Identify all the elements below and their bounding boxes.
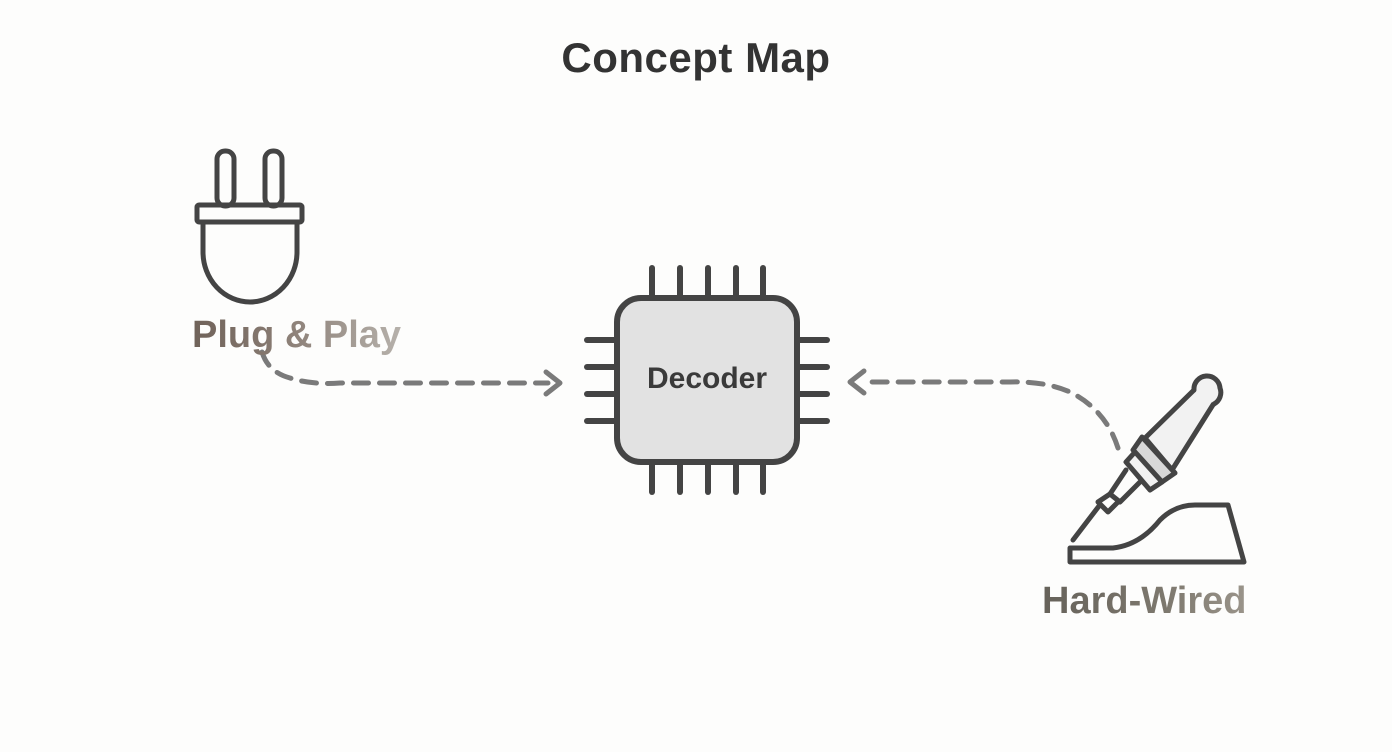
diagram-title: Concept Map — [561, 34, 831, 81]
soldering-iron-icon — [1067, 373, 1247, 565]
chip-icon — [584, 265, 830, 495]
node-label-decoder: Decoder — [646, 362, 768, 395]
edge-plug-to-decoder — [259, 349, 563, 397]
edge-hardwired-to-decoder — [847, 368, 1121, 451]
arrowhead-right-icon — [543, 369, 563, 397]
arrowhead-left-icon — [847, 368, 867, 396]
plug-icon — [194, 148, 305, 305]
node-label-hard-wired: Hard-Wired — [1042, 580, 1247, 622]
node-label-plug-play: Plug & Play — [192, 314, 402, 356]
